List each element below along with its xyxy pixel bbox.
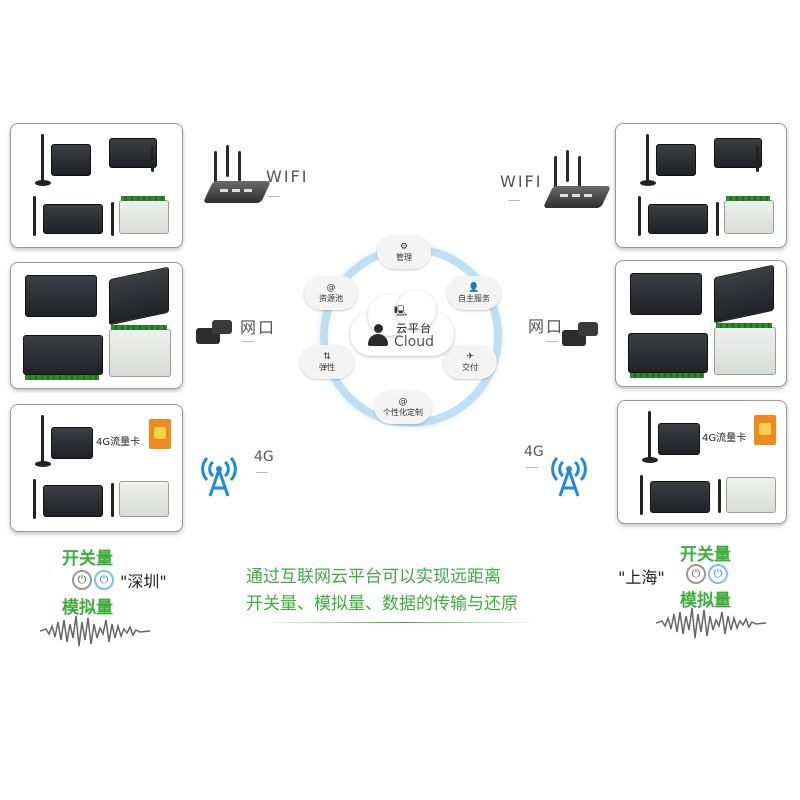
left-city-label: "深圳"	[120, 572, 167, 591]
right-lan-panel	[615, 260, 787, 387]
right-lan-label: 网口	[528, 317, 565, 336]
right-4g-panel: 4G流量卡	[617, 400, 787, 524]
left-lan-label: 网口	[240, 318, 277, 337]
antenna	[41, 134, 44, 182]
sim-card-icon	[149, 419, 171, 449]
device-module	[724, 200, 774, 234]
at-icon: @	[398, 396, 408, 407]
cloud-item-elasticity: ⇅ 弹性	[300, 345, 354, 379]
lan-adapter-icon	[196, 318, 236, 346]
power-icon: ⏻	[72, 570, 92, 590]
power-icon: ⏻	[686, 564, 706, 584]
arrows-icon: ⇅	[323, 351, 331, 362]
right-analog-label: 模拟量	[680, 591, 731, 611]
device-module	[630, 273, 702, 315]
device-module	[714, 327, 776, 375]
signal-tower-icon	[548, 450, 590, 502]
device-module	[628, 333, 708, 373]
sim-card-icon	[754, 415, 776, 445]
person-icon	[368, 324, 388, 346]
device-module	[650, 481, 710, 513]
left-waveform	[40, 615, 150, 647]
caption-divider	[262, 622, 538, 623]
device-module	[119, 200, 169, 234]
sim-card-label: 4G流量卡	[702, 433, 747, 444]
device-module	[714, 264, 774, 324]
cloud-item-customization: @ 个性化定制	[374, 390, 432, 424]
cloud-item-resource-pool: @ 资源池	[304, 276, 358, 310]
wifi-router-icon	[540, 150, 612, 220]
device-module	[726, 477, 776, 513]
cloud-item-management: ⚙ 管理	[377, 235, 431, 269]
device-module	[25, 275, 97, 317]
computer-icon: 🖳	[394, 306, 408, 317]
right-4g-label: 4G	[524, 444, 544, 460]
power-icon: ⏻	[94, 570, 114, 590]
left-switch-label: 开关量	[62, 549, 113, 569]
device-module	[51, 427, 93, 459]
device-module	[109, 329, 171, 377]
signal-tower-icon	[198, 450, 240, 502]
power-icon: ⏻	[708, 564, 728, 584]
device-module	[109, 138, 157, 168]
cloud-item-delivery: ✈ 交付	[443, 345, 497, 379]
right-wifi-label: WIFI	[500, 172, 543, 191]
delivery-icon: ✈	[466, 351, 474, 362]
wifi-router-icon	[200, 145, 272, 215]
device-module	[658, 423, 700, 455]
at-icon: @	[326, 282, 336, 293]
cloud-item-self-service: 👤 自主服务	[447, 276, 501, 310]
sim-card-label: 4G流量卡	[96, 437, 141, 448]
left-4g-panel: 4G流量卡	[10, 404, 183, 532]
right-power-icons: ⏻⏻	[686, 562, 730, 584]
right-city-label: "上海"	[618, 568, 665, 587]
device-module	[109, 266, 169, 326]
caption-line-2: 开关量、模拟量、数据的传输与还原	[246, 594, 518, 614]
left-4g-label: 4G	[254, 449, 274, 465]
cloud-title: 云平台	[396, 322, 432, 335]
device-module	[656, 144, 696, 176]
device-module	[51, 144, 91, 176]
left-lan-panel	[10, 262, 183, 389]
right-wifi-panel	[615, 123, 787, 248]
user-icon: 👤	[468, 282, 480, 293]
left-power-icons: ⏻⏻	[72, 568, 116, 590]
user-gear-icon: ⚙	[399, 241, 409, 252]
left-wifi-panel	[10, 123, 183, 248]
main-cloud: 🖳 云平台 Cloud	[350, 290, 454, 356]
device-module	[43, 485, 103, 517]
device-module	[23, 335, 103, 375]
left-analog-label: 模拟量	[62, 598, 113, 618]
device-module	[119, 481, 169, 517]
lan-adapter-icon	[562, 320, 602, 348]
caption-line-1: 通过互联网云平台可以实现远距离	[246, 567, 501, 587]
device-module	[648, 204, 708, 234]
device-module	[43, 204, 103, 234]
device-module	[714, 138, 762, 168]
left-wifi-label: WIFI	[266, 167, 309, 186]
cloud-subtitle: Cloud	[394, 334, 434, 350]
right-waveform	[656, 607, 766, 639]
right-switch-label: 开关量	[680, 545, 731, 565]
